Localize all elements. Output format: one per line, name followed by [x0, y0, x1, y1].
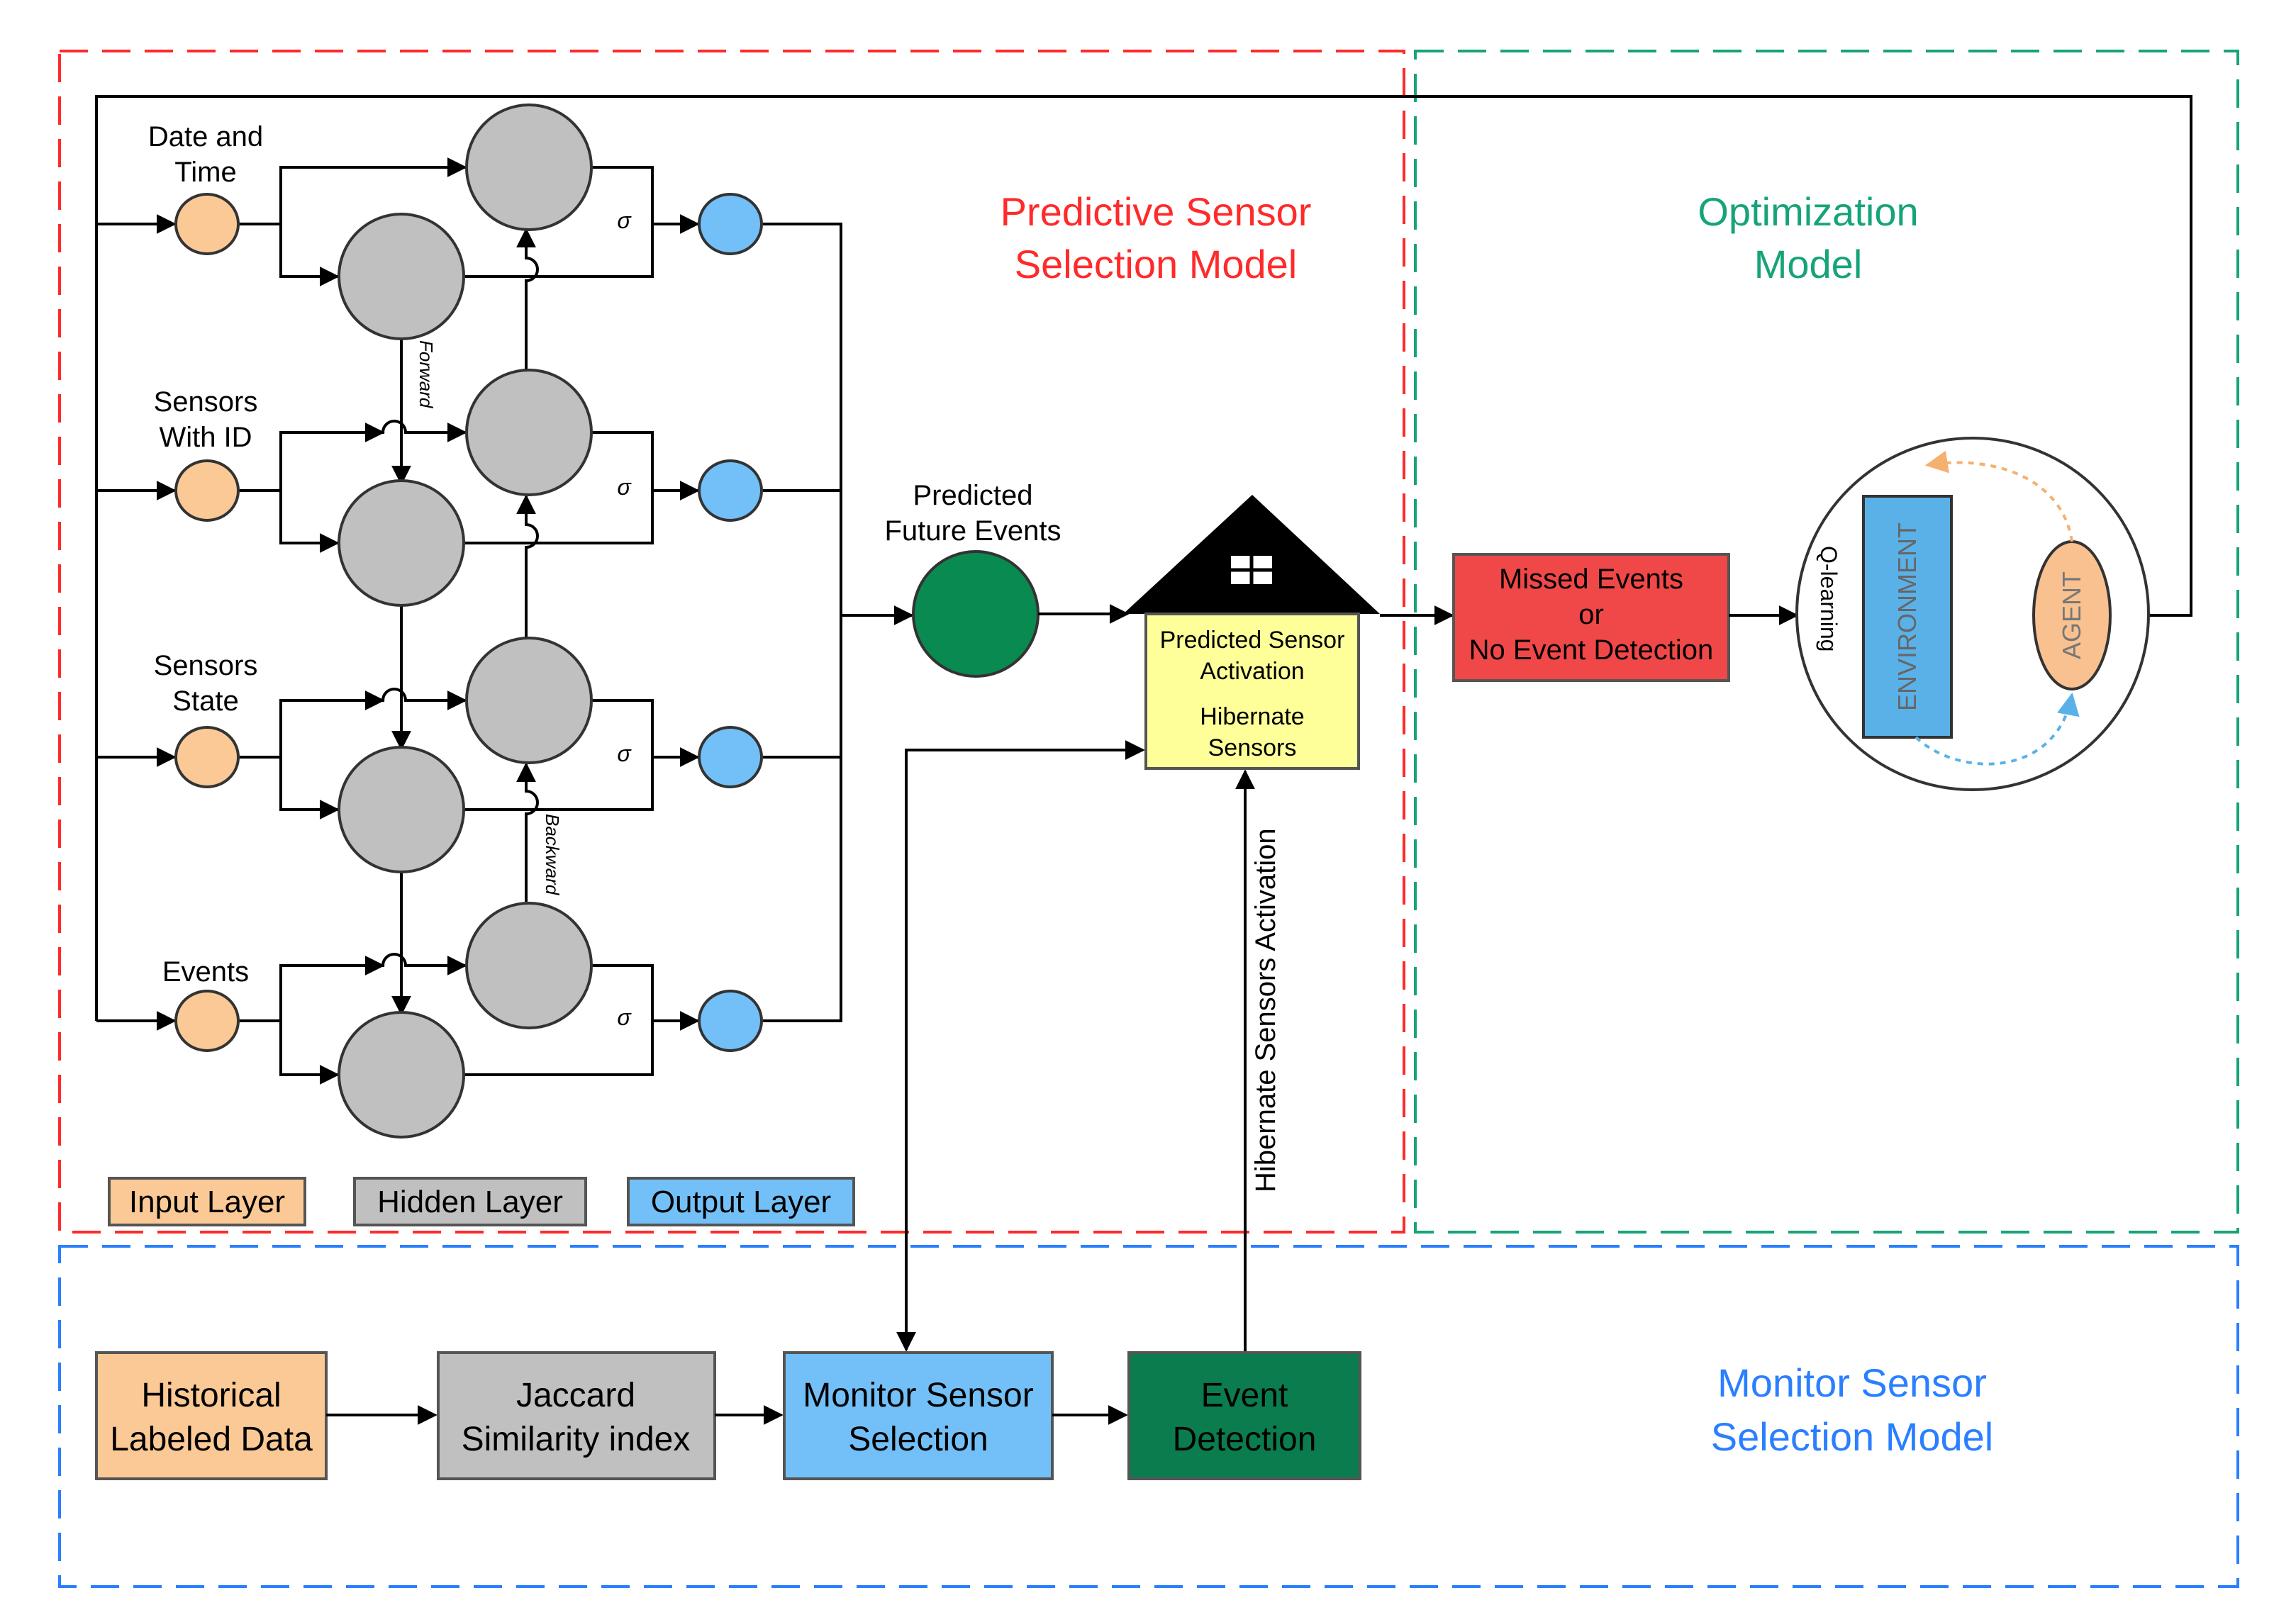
- forward-label: Forward: [416, 340, 437, 409]
- input-node-1: [174, 193, 240, 255]
- input-label-3-line2: State: [172, 686, 238, 717]
- legend-hidden-label: Hidden Layer: [377, 1185, 563, 1219]
- feedback-loop-line: [95, 95, 2192, 1021]
- house-text-line4: Sensors: [1208, 734, 1297, 761]
- event-detection-line2: Detection: [1173, 1421, 1317, 1458]
- monitor-title-line2: Selection Model: [1711, 1414, 1993, 1459]
- hidden-node-backward-1: [338, 213, 465, 340]
- input-label-1-line1: Date and: [148, 121, 263, 152]
- hidden-node-forward-1: [465, 104, 593, 231]
- qlearning-label: Q-learning: [1816, 546, 1841, 651]
- environment-box: [1862, 495, 1953, 739]
- legend-hidden-box: [353, 1177, 587, 1226]
- pipeline-box-monitor: [783, 1351, 1054, 1480]
- monitor-to-house-line: [896, 740, 1145, 1352]
- sigma-label-3: σ: [617, 741, 632, 766]
- hidden-node-forward-3: [465, 637, 593, 764]
- hidden-node-forward-4: [465, 902, 593, 1029]
- monitor-region-border: [58, 1245, 2239, 1588]
- event-detection-line1: Event: [1201, 1377, 1288, 1414]
- house-body: [1144, 613, 1360, 770]
- house-roof: [1123, 495, 1380, 614]
- pipeline-box-historical: [95, 1351, 328, 1480]
- predictive-region-border: [58, 50, 1405, 1234]
- predictive-title-line1: Predictive Sensor: [1001, 189, 1312, 234]
- predicted-future-events-node: [912, 550, 1040, 678]
- hidden-node-backward-2: [338, 479, 465, 607]
- agent-label: AGENT: [2057, 571, 2086, 659]
- predicted-label-line2: Future Events: [884, 515, 1061, 547]
- predictive-title-line2: Selection Model: [1015, 242, 1297, 286]
- sigma-label-4: σ: [617, 1005, 632, 1030]
- sigma-label-2: σ: [617, 474, 632, 500]
- sigma-label-1: σ: [617, 208, 632, 233]
- missed-line3: No Event Detection: [1469, 634, 1714, 666]
- input-label-3-line1: Sensors: [154, 650, 258, 681]
- hidden-node-backward-4: [338, 1011, 465, 1139]
- backward-connections: [516, 228, 539, 902]
- monitor-line2: Selection: [848, 1421, 988, 1458]
- input-node-4: [174, 990, 240, 1052]
- legend-input-label: Input Layer: [129, 1185, 285, 1219]
- environment-to-agent-arrow: [1915, 692, 2080, 766]
- input-label-2-line2: With ID: [159, 422, 252, 453]
- missed-events-box: [1452, 553, 1730, 682]
- house-text-line2: Activation: [1200, 658, 1304, 685]
- predicted-label-line1: Predicted: [913, 480, 1033, 511]
- output-merge-connections: [763, 223, 914, 1022]
- hidden-output-connections: [465, 166, 700, 1076]
- pipeline-box-event-detection: [1127, 1351, 1361, 1480]
- jaccard-line1: Jaccard: [516, 1377, 635, 1414]
- hidden-node-forward-2: [465, 369, 593, 496]
- output-node-3: [698, 726, 763, 788]
- output-node-2: [698, 459, 763, 522]
- historical-line2: Labeled Data: [110, 1421, 313, 1458]
- input-node-3: [174, 726, 240, 788]
- window-icon: [1231, 556, 1272, 584]
- legend-output-label: Output Layer: [651, 1185, 831, 1219]
- jaccard-line2: Similarity index: [462, 1421, 691, 1458]
- agent-to-environment-arrow: [1924, 450, 2073, 542]
- output-node-4: [698, 990, 763, 1052]
- hibernate-activation-label: Hibernate Sensors Activation: [1250, 828, 1281, 1192]
- missed-line2: or: [1578, 599, 1604, 630]
- legend-output-box: [627, 1177, 855, 1226]
- pipeline-box-jaccard: [437, 1351, 716, 1480]
- legend-input-box: [108, 1177, 306, 1226]
- hidden-node-backward-3: [338, 746, 465, 873]
- input-label-4-line1: Events: [162, 956, 249, 988]
- input-node-2: [174, 459, 240, 522]
- monitor-line1: Monitor Sensor: [803, 1377, 1033, 1414]
- backward-label: Backward: [542, 814, 563, 896]
- output-node-1: [698, 193, 763, 255]
- house-text-line1: Predicted Sensor: [1160, 627, 1345, 654]
- historical-line1: Historical: [141, 1377, 281, 1414]
- house-text-line3: Hibernate: [1200, 703, 1304, 730]
- optimization-title-line1: Optimization: [1698, 189, 1918, 234]
- input-label-2-line1: Sensors: [154, 386, 258, 418]
- monitor-title-line1: Monitor Sensor: [1717, 1360, 1987, 1405]
- missed-line1: Missed Events: [1499, 564, 1683, 595]
- optimization-title-line2: Model: [1754, 242, 1863, 286]
- input-label-1-line2: Time: [174, 157, 236, 188]
- environment-label: ENVIRONMENT: [1893, 522, 1922, 711]
- optimization-region-border: [1414, 50, 2239, 1234]
